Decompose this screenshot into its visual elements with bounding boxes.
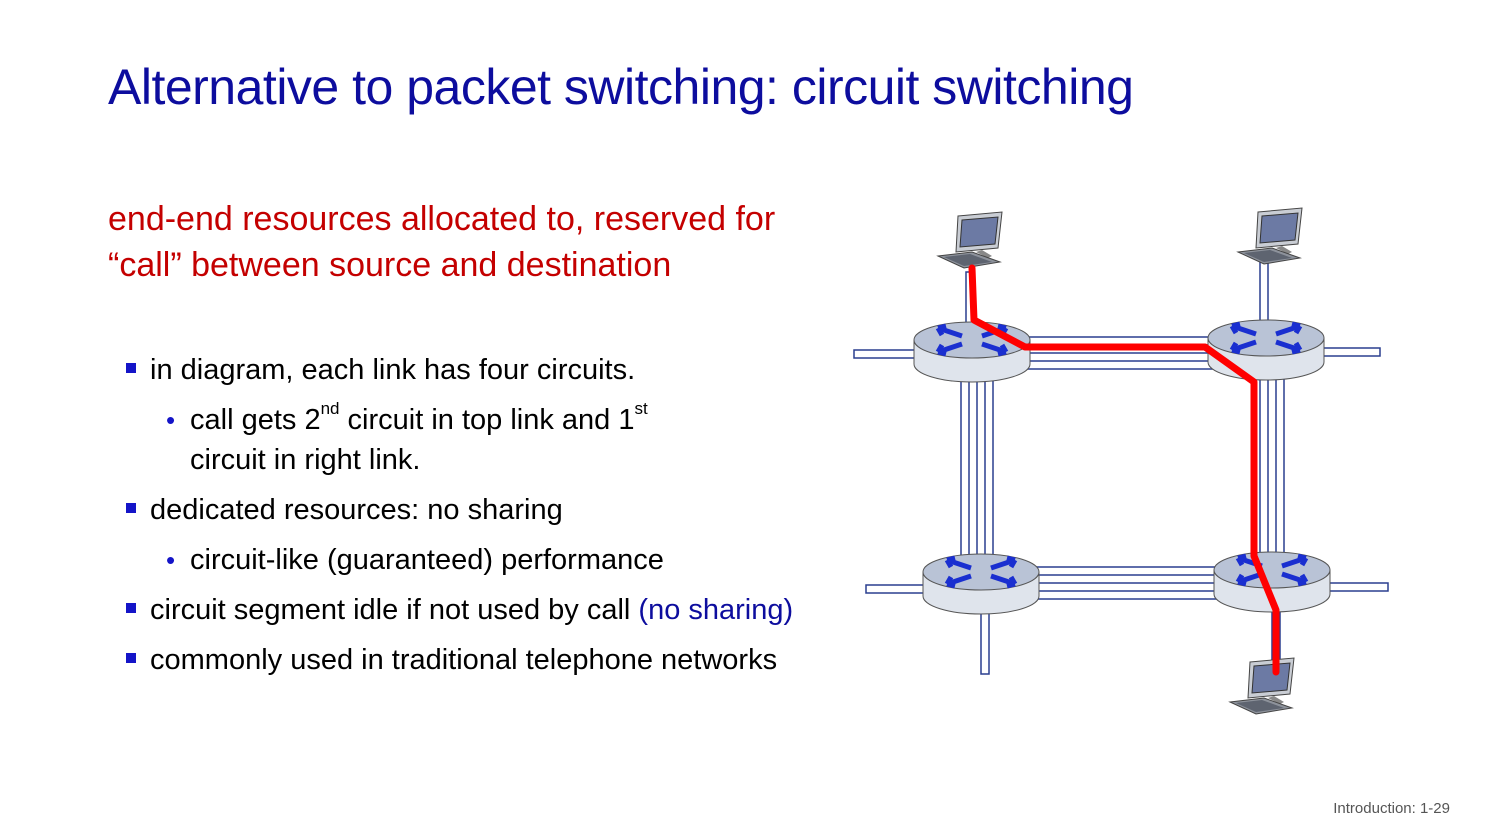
dot-bullet-icon: • xyxy=(166,545,176,575)
no-sharing-highlight: (no sharing) xyxy=(638,594,794,626)
top-link xyxy=(999,336,1237,370)
access-link-right-bottom xyxy=(1325,582,1389,592)
access-link-host-top-right xyxy=(1259,261,1269,323)
sub-bullet-text: circuit-like (guaranteed) performance xyxy=(190,544,664,576)
sub-bullet-call-circuits: • call gets 2nd circuit in top link and … xyxy=(124,400,824,480)
sub-bullet-text-part3: circuit in right link. xyxy=(190,444,421,476)
bullet-list: in diagram, each link has four circuits.… xyxy=(124,350,824,690)
superscript-st: st xyxy=(634,399,648,419)
square-bullet-icon xyxy=(126,503,136,513)
bullet-text: dedicated resources: no sharing xyxy=(150,494,563,526)
circuit-path xyxy=(968,264,1280,676)
square-bullet-icon xyxy=(126,653,136,663)
dot-bullet-icon: • xyxy=(166,405,176,435)
bullet-idle-segment: circuit segment idle if not used by call… xyxy=(124,590,824,630)
lead-statement: end-end resources allocated to, reserved… xyxy=(108,200,776,284)
host-top-right-icon xyxy=(1237,207,1303,265)
bullet-telephone-networks: commonly used in traditional telephone n… xyxy=(124,640,824,680)
superscript-nd: nd xyxy=(320,399,340,419)
bottom-link xyxy=(1009,566,1247,600)
sub-bullet-text-part2: circuit in top link and 1 xyxy=(339,404,635,436)
access-link-right-top xyxy=(1319,347,1381,357)
router-top-right-icon xyxy=(1208,320,1324,380)
bullet-text: commonly used in traditional telephone n… xyxy=(150,644,778,676)
left-link xyxy=(960,369,994,571)
slide-footer: Introduction: 1-29 xyxy=(1333,800,1450,817)
bullet-four-circuits: in diagram, each link has four circuits. xyxy=(124,350,824,390)
bullet-text: circuit segment idle if not used by call xyxy=(150,594,639,626)
bullet-text: in diagram, each link has four circuits. xyxy=(150,354,636,386)
router-top-left-icon xyxy=(914,322,1030,382)
sub-bullet-text-part1: call gets 2 xyxy=(190,404,321,436)
router-bottom-left-icon xyxy=(923,554,1039,614)
host-top-left-icon xyxy=(937,211,1003,269)
square-bullet-icon xyxy=(126,363,136,373)
bullet-dedicated-resources: dedicated resources: no sharing xyxy=(124,490,824,530)
access-link-left-top xyxy=(853,349,919,359)
host-bottom-right-icon xyxy=(1229,657,1295,715)
access-link-bottom-left xyxy=(980,611,990,675)
access-link-left-bottom xyxy=(865,584,929,594)
sub-bullet-performance: • circuit-like (guaranteed) performance xyxy=(124,540,824,580)
slide-title: Alternative to packet switching: circuit… xyxy=(108,59,1134,115)
square-bullet-icon xyxy=(126,603,136,613)
